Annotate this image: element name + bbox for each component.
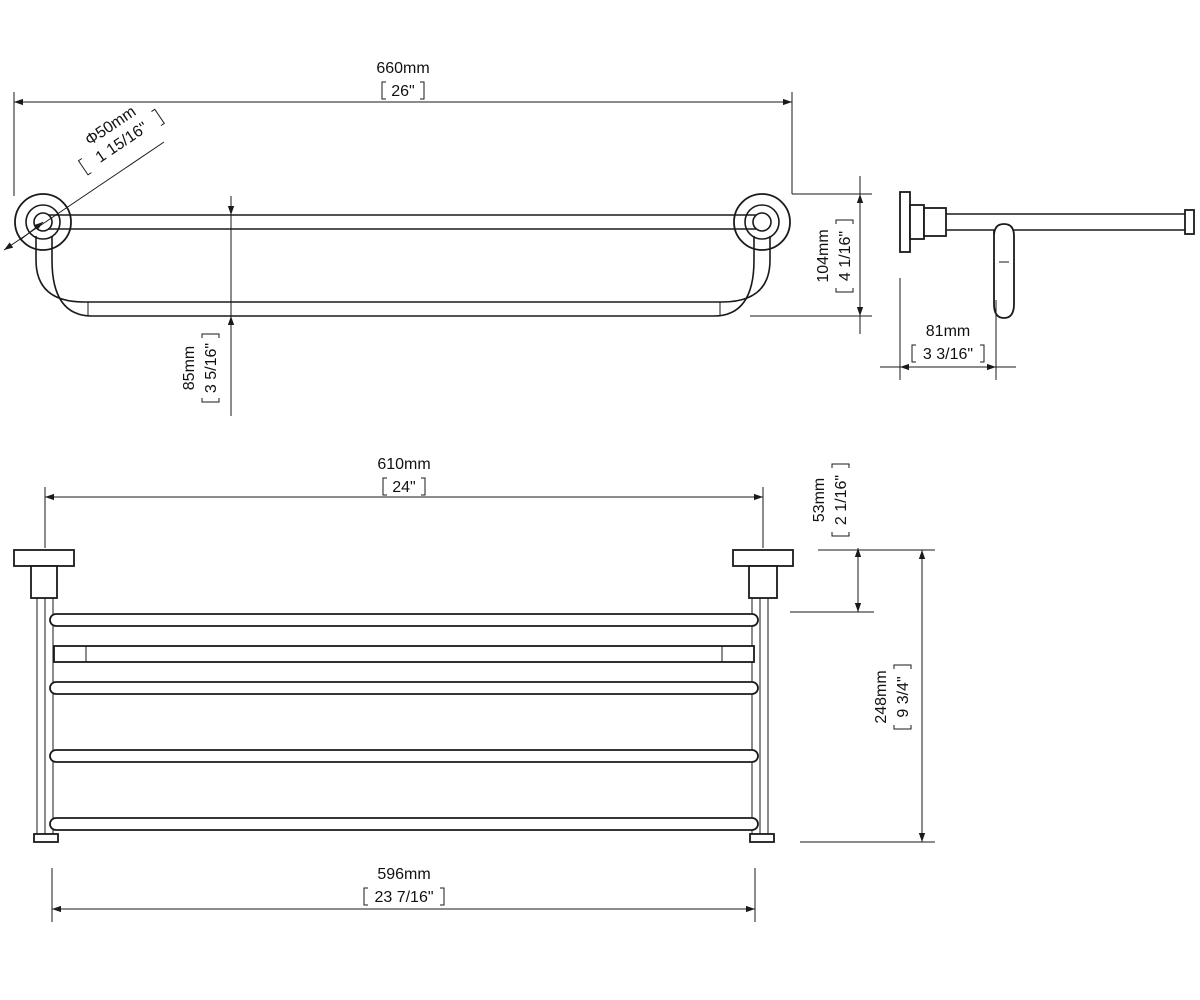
dim-248-mm: 248mm — [873, 670, 890, 723]
shelf-bar-3 — [49, 749, 759, 763]
front-view: 610mm 24" 53mm 2 1/16" 248mm 9 3/4" 596m… — [13, 456, 935, 922]
dim-660-inch: 26" — [391, 83, 414, 100]
hanging-bar — [53, 645, 755, 663]
dim-85-mm: 85mm — [181, 346, 198, 390]
dim-81-inch: 3 3/16" — [923, 346, 973, 363]
right-rosette — [733, 193, 791, 251]
right-mount-plate — [732, 549, 794, 567]
dim-53-inch: 2 1/16" — [833, 475, 850, 525]
dim-104-inch: 4 1/16" — [837, 231, 854, 281]
shelf-bar-1 — [49, 613, 759, 627]
lower-rail — [35, 236, 771, 303]
dim-104-mm: 104mm — [815, 229, 832, 282]
left-mount-plate — [13, 549, 75, 567]
dim-81-mm: 81mm — [926, 323, 970, 340]
dim-53-mm: 53mm — [811, 478, 828, 522]
dim-248-inch: 9 3/4" — [895, 676, 912, 717]
dim-660-mm: 660mm — [376, 60, 429, 77]
dim-596-mm: 596mm — [377, 866, 430, 883]
dim-610-mm: 610mm — [377, 456, 430, 473]
shelf-bar-2 — [49, 681, 759, 695]
dim-596-inch: 23 7/16" — [374, 889, 433, 906]
dim-85-inch: 3 5/16" — [203, 343, 220, 393]
side-view: 81mm 3 3/16" — [880, 191, 1195, 380]
shelf-bar-4 — [49, 817, 759, 831]
side-hanging-bar — [993, 223, 1015, 319]
dim-610-inch: 24" — [392, 479, 415, 496]
top-view: 660mm 26" Φ50mm 1 15/16" 104mm 4 1/16" — [3, 60, 872, 416]
side-wall-plate — [899, 191, 911, 253]
